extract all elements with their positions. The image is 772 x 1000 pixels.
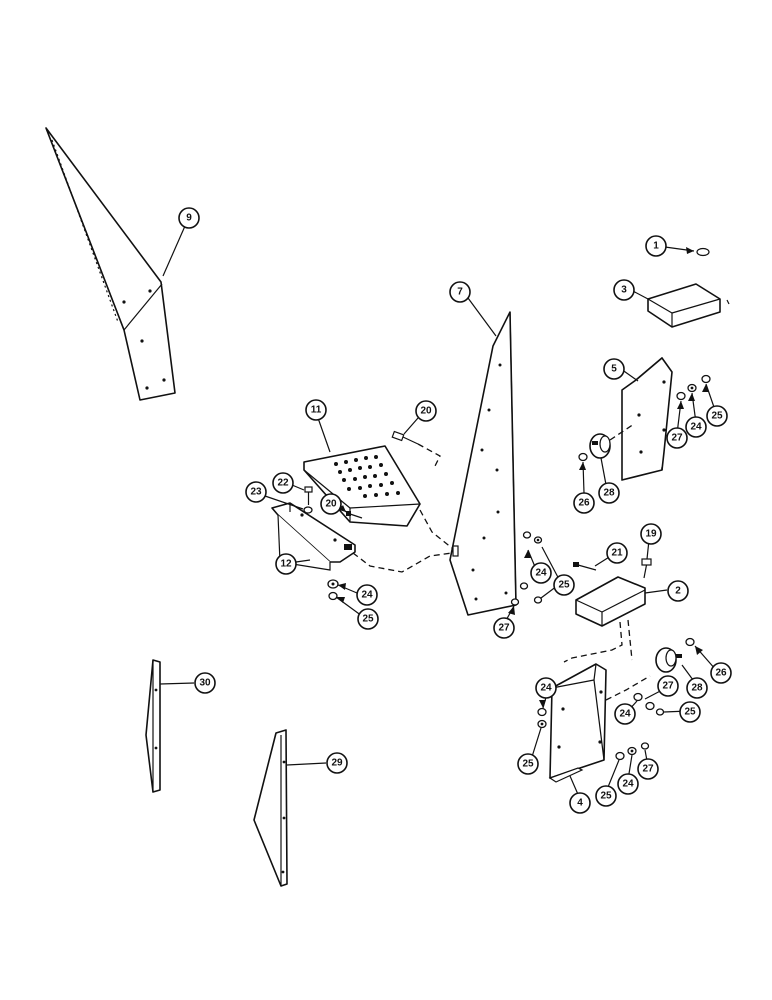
callout-20-lower: 20 xyxy=(320,493,342,515)
hardware-lower-right xyxy=(537,637,695,761)
part-2-block xyxy=(563,576,646,663)
callout-4: 4 xyxy=(569,792,591,814)
callout-27-bottom: 27 xyxy=(637,758,659,780)
callout-5: 5 xyxy=(603,358,625,380)
svg-text:5: 5 xyxy=(611,364,617,375)
svg-text:28: 28 xyxy=(603,488,615,499)
hardware-upper-right xyxy=(578,374,711,462)
callout-25-left: 25 xyxy=(357,608,379,630)
part-20-bolt-upper xyxy=(391,430,441,469)
svg-text:24: 24 xyxy=(535,568,547,579)
callout-23: 23 xyxy=(245,481,267,503)
callout-25-lower-right: 25 xyxy=(679,701,701,723)
svg-text:27: 27 xyxy=(498,623,510,634)
part-1-pin xyxy=(696,247,710,257)
svg-text:24: 24 xyxy=(690,422,702,433)
callout-3: 3 xyxy=(613,279,635,301)
callout-24-lower-left: 24 xyxy=(535,677,557,699)
svg-text:11: 11 xyxy=(311,405,322,416)
svg-text:20: 20 xyxy=(420,406,432,417)
callout-30: 30 xyxy=(194,672,216,694)
part-28-isolator-upper xyxy=(589,423,635,459)
callout-24-upper: 24 xyxy=(685,416,707,438)
svg-text:2: 2 xyxy=(675,586,681,597)
callout-12: 12 xyxy=(275,553,297,575)
part-4-angle-bracket xyxy=(548,663,651,783)
callout-28-lower: 28 xyxy=(686,677,708,699)
svg-text:4: 4 xyxy=(577,798,583,809)
svg-text:27: 27 xyxy=(642,764,654,775)
svg-text:25: 25 xyxy=(600,791,612,802)
svg-text:1: 1 xyxy=(653,241,659,252)
part-30-narrow-panel xyxy=(145,659,161,793)
callout-25-lower-left: 25 xyxy=(517,753,539,775)
svg-text:25: 25 xyxy=(711,411,723,422)
svg-text:23: 23 xyxy=(250,487,262,498)
part-29-lower-panel xyxy=(253,729,288,887)
part-28-isolator-lower xyxy=(655,647,682,673)
callout-27-upper: 27 xyxy=(666,427,688,449)
svg-text:25: 25 xyxy=(362,614,374,625)
part-22-bolt xyxy=(303,486,313,514)
hardware-middle xyxy=(510,531,543,606)
callout-22: 22 xyxy=(272,472,294,494)
part-3-block xyxy=(647,283,730,328)
svg-text:24: 24 xyxy=(540,683,552,694)
callout-25-middle: 25 xyxy=(553,574,575,596)
svg-text:24: 24 xyxy=(619,709,631,720)
svg-text:28: 28 xyxy=(691,683,703,694)
svg-text:30: 30 xyxy=(199,678,211,689)
callout-26-lower: 26 xyxy=(710,662,732,684)
svg-text:27: 27 xyxy=(662,681,674,692)
svg-text:29: 29 xyxy=(331,758,343,769)
part-11-step-plate xyxy=(303,445,453,549)
part-5-angle-bracket xyxy=(621,357,673,481)
callout-27-middle: 27 xyxy=(493,617,515,639)
part-20-bolt-lower xyxy=(346,511,363,519)
callout-24-lower-mid: 24 xyxy=(614,703,636,725)
svg-text:20: 20 xyxy=(325,499,337,510)
svg-text:22: 22 xyxy=(277,478,289,489)
svg-text:9: 9 xyxy=(186,213,192,224)
svg-text:24: 24 xyxy=(361,590,373,601)
callout-26-upper: 26 xyxy=(573,492,595,514)
callout-24-middle: 24 xyxy=(530,562,552,584)
svg-text:19: 19 xyxy=(645,529,657,540)
callout-11: 11 xyxy=(305,399,327,421)
callout-20-upper: 20 xyxy=(415,400,437,422)
callout-25-upper: 25 xyxy=(706,405,728,427)
callout-24-left: 24 xyxy=(356,584,378,606)
hardware-below-12 xyxy=(327,579,339,601)
callout-1: 1 xyxy=(645,235,667,257)
callout-2: 2 xyxy=(667,580,689,602)
svg-text:25: 25 xyxy=(684,707,696,718)
svg-text:26: 26 xyxy=(715,668,727,679)
callout-7: 7 xyxy=(449,281,471,303)
part-9-side-panel xyxy=(45,127,176,401)
part-21-bolt xyxy=(573,562,597,571)
svg-text:26: 26 xyxy=(578,498,590,509)
callout-19: 19 xyxy=(640,523,662,545)
svg-text:3: 3 xyxy=(621,285,627,296)
svg-text:24: 24 xyxy=(622,779,634,790)
callout-28-upper: 28 xyxy=(598,482,620,504)
svg-text:25: 25 xyxy=(558,580,570,591)
callout-9: 9 xyxy=(178,207,200,229)
svg-text:7: 7 xyxy=(457,287,463,298)
arrow-tips xyxy=(336,247,709,708)
callout-21: 21 xyxy=(606,542,628,564)
callout-29: 29 xyxy=(326,752,348,774)
callout-24-bottom: 24 xyxy=(617,773,639,795)
svg-text:27: 27 xyxy=(671,433,683,444)
part-7-vertical-panel xyxy=(449,311,517,616)
callout-27-lower: 27 xyxy=(657,675,679,697)
svg-text:12: 12 xyxy=(280,559,292,570)
part-19-bolt xyxy=(641,558,652,579)
callout-25-bottom: 25 xyxy=(595,785,617,807)
svg-text:21: 21 xyxy=(611,548,623,559)
svg-text:25: 25 xyxy=(522,759,534,770)
